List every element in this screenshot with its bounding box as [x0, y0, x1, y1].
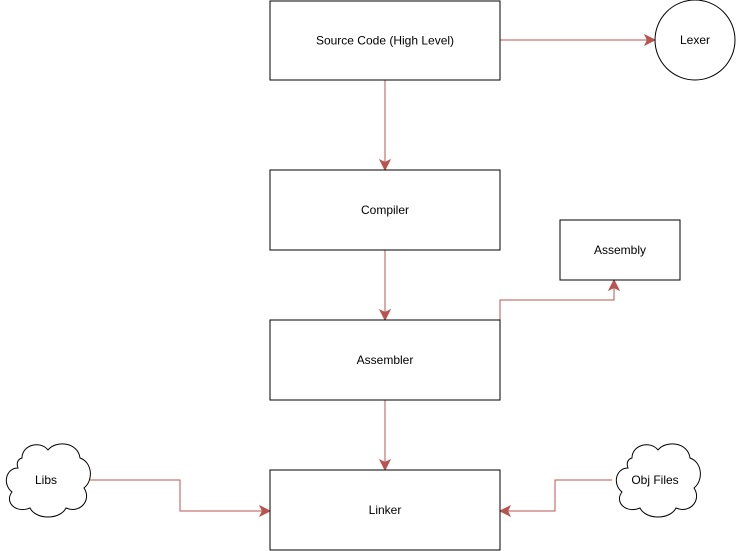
obj-files-cloud-node[interactable]: Obj Files: [615, 443, 701, 518]
edge-source-code-to-compiler: [378, 80, 392, 172]
edge-libs-to-linker: [90, 479, 272, 518]
source-code-node[interactable]: Source Code (High Level): [269, 0, 501, 81]
libs-label: Libs: [35, 473, 57, 487]
compiler-label: Compiler: [361, 203, 409, 217]
obj-files-label: Obj Files: [631, 473, 678, 487]
lexer-label: Lexer: [680, 33, 710, 47]
compiler-node[interactable]: Compiler: [269, 169, 501, 251]
assembler-node[interactable]: Assembler: [269, 319, 501, 401]
libs-cloud-node[interactable]: Libs: [5, 443, 91, 518]
edge-compiler-to-assembler: [378, 250, 392, 322]
source-code-label: Source Code (High Level): [316, 34, 454, 48]
assembler-label: Assembler: [357, 353, 414, 367]
lexer-node[interactable]: Lexer: [654, 0, 736, 81]
edge-assembler-to-linker: [378, 400, 392, 472]
linker-node[interactable]: Linker: [269, 469, 501, 551]
obj-files-cloud-icon: [615, 443, 701, 518]
edge-source-code-to-lexer: [500, 33, 657, 47]
edge-obj-files-to-linker: [498, 479, 612, 518]
assembly-node[interactable]: Assembly: [559, 219, 681, 281]
libs-cloud-icon: [5, 443, 91, 518]
linker-label: Linker: [369, 503, 402, 517]
edge-assembler-to-assembly: [499, 278, 621, 320]
assembly-label: Assembly: [594, 243, 646, 257]
